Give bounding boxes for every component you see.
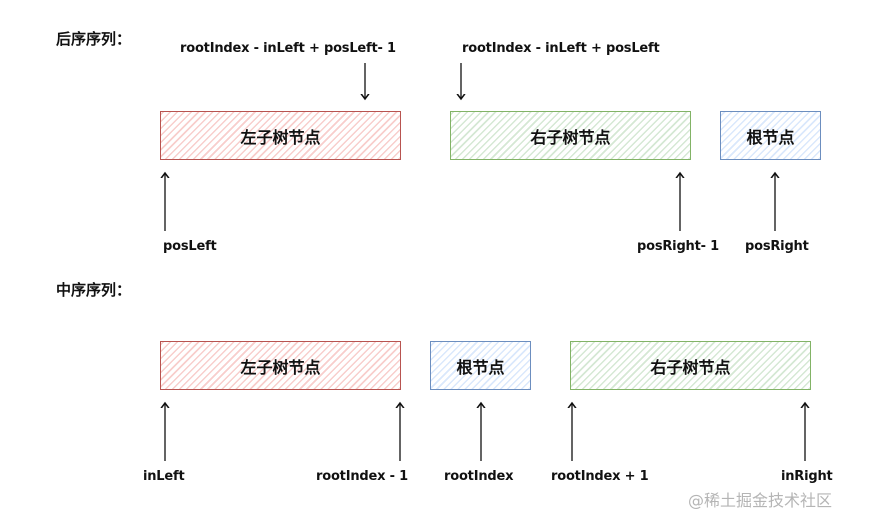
box-label: 右子树节点 [650,357,731,377]
posright-label: posRight [745,239,809,254]
inorder-root-box: 根节点 [430,341,531,390]
postorder-left-subtree-box: 左子树节点 [160,111,401,160]
box-label: 根节点 [456,357,505,377]
rootindex-label: rootIndex [444,469,514,484]
postorder-root-box: 根节点 [720,111,821,160]
inleft-label: inLeft [143,469,185,484]
posleft-label: posLeft [163,239,217,254]
box-label: 右子树节点 [530,127,611,147]
inright-label: inRight [781,469,833,484]
postorder-left-end-label: rootIndex - inLeft + posLeft- 1 [180,41,396,56]
inorder-left-subtree-box: 左子树节点 [160,341,401,390]
box-label: 根节点 [746,127,795,147]
rootindex-plus-one-label: rootIndex + 1 [551,469,649,484]
box-label: 左子树节点 [240,127,321,147]
watermark: @稀土掘金技术社区 [688,491,833,510]
inorder-right-subtree-box: 右子树节点 [570,341,811,390]
postorder-right-start-label: rootIndex - inLeft + posLeft [462,41,660,56]
rootindex-minus-one-label: rootIndex - 1 [316,469,408,484]
inorder-heading: 中序序列： [56,281,132,299]
box-label: 左子树节点 [240,357,321,377]
postorder-right-subtree-box: 右子树节点 [450,111,691,160]
postorder-heading: 后序序列： [56,30,132,48]
posright-minus-one-label: posRight- 1 [637,239,719,254]
